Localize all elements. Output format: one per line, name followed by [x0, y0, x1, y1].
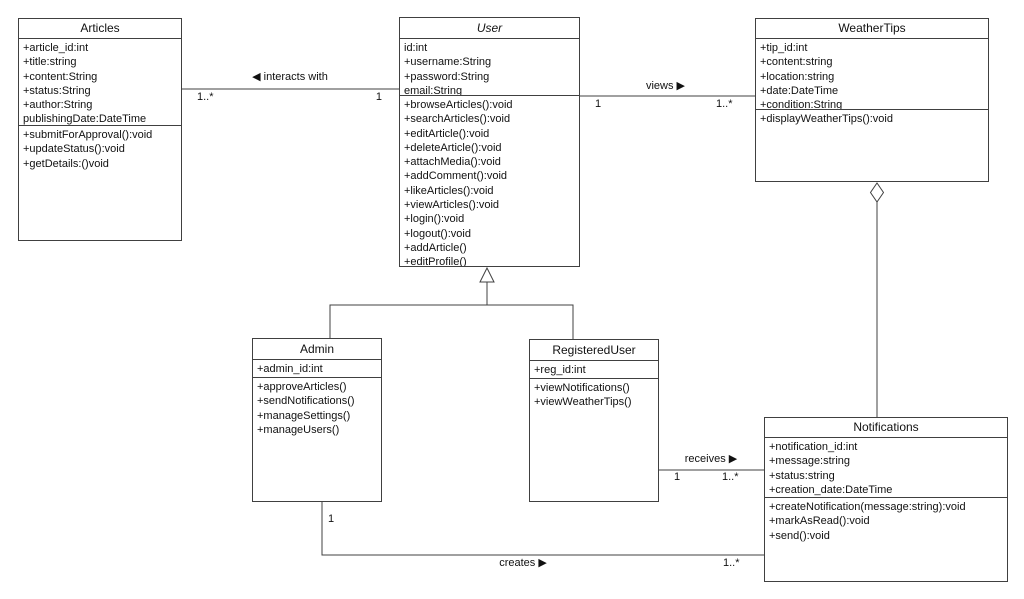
class-member: +username:String: [404, 56, 492, 69]
class-member: +submitForApproval():void: [23, 129, 153, 141]
class-member: +creation_date:DateTime: [769, 483, 893, 496]
class-registereduser-title: RegisteredUser: [530, 340, 658, 361]
class-member: +manageUsers(): [257, 423, 340, 436]
class-member: +viewWeatherTips(): [534, 396, 632, 409]
class-member: +content:String: [23, 70, 98, 83]
class-admin-title: Admin: [253, 339, 381, 360]
edge-receives-label: receives ▶: [684, 453, 738, 465]
class-member: +attachMedia():void: [404, 156, 501, 169]
class-admin-methods: +approveArticles()+sendNotifications()+m…: [253, 378, 381, 501]
class-member: email:String: [404, 84, 463, 96]
edge-creates-mult-admin: 1: [328, 513, 335, 525]
edge-views-mult-weathertips: 1..*: [716, 98, 733, 110]
edge-interacts-mult-user: 1: [375, 91, 382, 103]
class-member: +article_id:int: [23, 42, 89, 54]
class-member: +getDetails:()void: [23, 157, 109, 170]
class-member: +title:string: [23, 56, 77, 69]
class-member: +tip_id:int: [760, 42, 808, 54]
class-member: +approveArticles(): [257, 381, 347, 393]
class-notifications-title: Notifications: [765, 418, 1007, 438]
class-member: +admin_id:int: [257, 363, 323, 375]
class-member: +condition:String: [760, 99, 843, 110]
class-admin-attributes: +admin_id:int: [253, 360, 381, 378]
class-member: +addArticle(): [404, 241, 467, 254]
class-articles: Articles +article_id:int +title:string+co…: [18, 18, 182, 241]
class-articles-methods: +submitForApproval():void +updateStatus()…: [19, 126, 181, 240]
class-member: +status:string: [769, 469, 835, 482]
class-member: +login():void: [404, 213, 465, 226]
class-member: +status:String: [23, 84, 91, 97]
class-admin: Admin +admin_id:int +approveArticles() +s…: [252, 338, 382, 502]
edge-interacts-label: ◀ interacts with: [252, 71, 328, 83]
edge-views-mult-user: 1: [595, 98, 602, 110]
class-member: +createNotification(message:string):void: [769, 501, 966, 513]
class-member: +markAsRead():void: [769, 515, 870, 528]
class-articles-title: Articles: [19, 19, 181, 39]
class-member: +sendNotifications(): [257, 395, 355, 408]
class-member: +displayWeatherTips():void: [760, 113, 893, 125]
generalization-branch-line: [329, 304, 574, 339]
class-member: +editProfile(): [404, 256, 467, 266]
class-member: +location:string: [760, 70, 835, 83]
class-member: +content:string: [760, 56, 833, 69]
edge-creates-line: [321, 502, 764, 556]
class-member: +logout():void: [404, 227, 471, 240]
class-member: +reg_id:int: [534, 364, 586, 376]
class-member: +searchArticles():void: [404, 113, 511, 126]
class-member: publishingDate:DateTime: [23, 113, 147, 126]
edge-receives-mult-registereduser: 1: [674, 471, 681, 483]
class-user-title: User: [400, 18, 579, 39]
class-member: +manageSettings(): [257, 409, 351, 422]
class-articles-attributes: +article_id:int +title:string+content:Str…: [19, 39, 181, 126]
class-member: +editArticle():void: [404, 127, 490, 140]
class-member: +notification_id:int: [769, 441, 858, 453]
class-weathertips-methods: +displayWeatherTips():void: [756, 110, 988, 181]
class-weathertips-attributes: +tip_id:int +content:string+location:stri…: [756, 39, 988, 110]
class-member: +author:String: [23, 99, 93, 112]
class-notifications-methods: +createNotification(message:string):void…: [765, 498, 1007, 581]
edge-views-label: views ▶: [645, 80, 686, 92]
class-member: +password:String: [404, 70, 490, 83]
class-user: User id:int +username:String+password:Str…: [399, 17, 580, 267]
class-registereduser-attributes: +reg_id:int: [530, 361, 658, 379]
class-registereduser-methods: +viewNotifications() +viewWeatherTips(): [530, 379, 658, 501]
class-member: +message:string: [769, 455, 851, 468]
class-member: +updateStatus():void: [23, 143, 125, 156]
edge-creates-mult-notifications: 1..*: [723, 557, 740, 569]
class-member: +viewNotifications(): [534, 382, 630, 394]
edge-receives-mult-notifications: 1..*: [722, 471, 739, 483]
generalization-triangle-icon: [479, 266, 495, 283]
class-registereduser: RegisteredUser +reg_id:int +viewNotifica…: [529, 339, 659, 502]
class-user-methods: +browseArticles():void +searchArticles():…: [400, 96, 579, 266]
aggregation-diamond-icon: [869, 182, 885, 203]
class-member: +send():void: [769, 529, 830, 542]
class-weathertips: WeatherTips +tip_id:int +content:string+l…: [755, 18, 989, 182]
class-member: +browseArticles():void: [404, 99, 513, 111]
class-member: +deleteArticle():void: [404, 141, 502, 154]
class-member: +addComment():void: [404, 170, 508, 183]
edge-creates-label: creates ▶: [499, 557, 547, 569]
class-notifications: Notifications +notification_id:int +messa…: [764, 417, 1008, 582]
class-notifications-attributes: +notification_id:int +message:string+stat…: [765, 438, 1007, 498]
class-weathertips-title: WeatherTips: [756, 19, 988, 39]
edge-interacts-mult-articles: 1..*: [197, 91, 214, 103]
class-member: +likeArticles():void: [404, 184, 494, 197]
class-member: +viewArticles():void: [404, 199, 500, 212]
class-member: id:int: [404, 42, 428, 54]
class-member: +date:DateTime: [760, 84, 839, 97]
